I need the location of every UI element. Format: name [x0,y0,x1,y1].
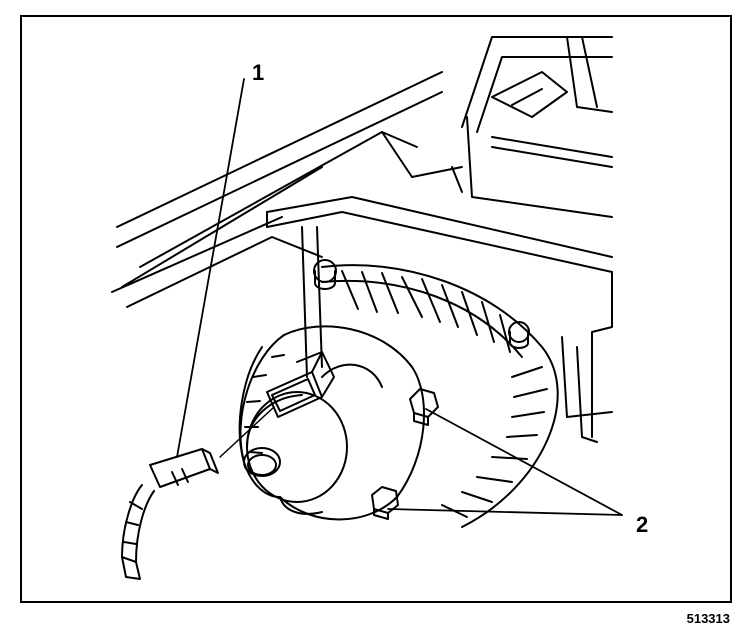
blower-motor-body [243,363,383,503]
connector-axis-line [219,406,275,458]
case-flange [266,196,613,443]
housing-bolt-upper [313,259,337,290]
leader-line-1 [176,78,245,458]
leader-line-2a [425,408,623,516]
callout-2: 2 [636,512,649,537]
illustration-frame: 1 2 [20,15,732,603]
dash-panel-lines [111,71,463,308]
blower-motor-illustration [111,36,623,580]
wiring-harness-connector [121,448,219,580]
motor-connector-socket [266,351,335,418]
housing-bolt-right [508,321,530,349]
motor-screw-upper [409,388,439,426]
leader-line-2b [387,508,623,516]
blower-fan-cage [321,264,559,528]
leader-lines [176,78,623,516]
callout-1: 1 [252,60,265,85]
figure-number: 513313 [686,611,730,626]
motor-screw-lower [371,486,399,520]
hvac-housing [451,36,613,218]
